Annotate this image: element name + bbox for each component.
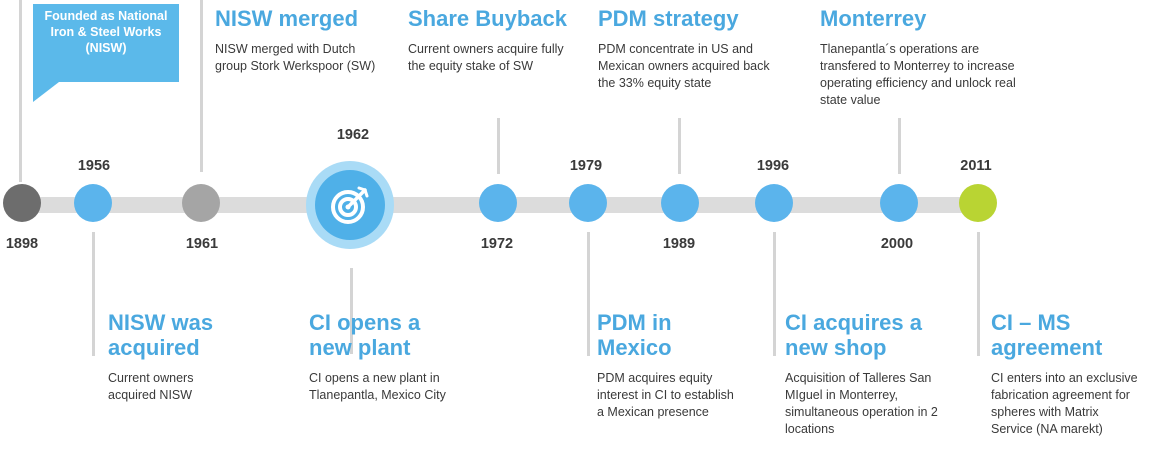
founding-callout-tail xyxy=(33,82,59,102)
event-desc-ci-acquires-shop: Acquisition of Talleres San MIguel in Mo… xyxy=(785,371,938,436)
event-title-nisw-merged: NISW merged xyxy=(215,6,359,31)
connector-1956 xyxy=(92,232,95,356)
node-1996 xyxy=(755,184,793,222)
year-1962: 1962 xyxy=(336,127,370,143)
year-1956: 1956 xyxy=(77,158,111,174)
node-1961 xyxy=(182,184,220,222)
year-2011: 2011 xyxy=(960,158,992,174)
connector-2000 xyxy=(898,118,901,174)
connector-1989 xyxy=(678,118,681,174)
event-title-pdm-strategy: PDM strategy xyxy=(598,6,739,31)
year-1961: 1961 xyxy=(185,236,219,252)
event-title-ci-acquires-shop: CI acquires a new shop xyxy=(785,310,922,360)
connector-2011 xyxy=(977,232,980,356)
year-1989: 1989 xyxy=(662,236,696,252)
event-desc-nisw-acquired: Current owners acquired NISW xyxy=(108,371,194,402)
year-1898: 1898 xyxy=(5,236,39,252)
connector-1962 xyxy=(350,268,353,354)
event-title-ci-new-plant: CI opens a new plant xyxy=(309,310,421,360)
connector-1972 xyxy=(497,118,500,174)
event-title-ci-ms-agreement: CI – MS agreement xyxy=(991,310,1103,360)
node-1972 xyxy=(479,184,517,222)
connector-1898 xyxy=(19,0,22,182)
year-1996: 1996 xyxy=(756,158,790,174)
node-1898 xyxy=(3,184,41,222)
event-title-pdm-mexico: PDM in Mexico xyxy=(597,310,672,360)
year-1979: 1979 xyxy=(569,158,603,174)
target-icon xyxy=(331,186,369,224)
connector-1961 xyxy=(200,0,203,172)
founding-callout xyxy=(33,4,179,82)
node-2011 xyxy=(959,184,997,222)
event-title-share-buyback: Share Buyback xyxy=(408,6,567,31)
event-title-nisw-acquired: NISW was acquired xyxy=(108,310,214,360)
year-2000: 2000 xyxy=(880,236,914,252)
node-1962 xyxy=(315,170,385,240)
node-2000 xyxy=(880,184,918,222)
event-desc-ci-new-plant: CI opens a new plant in Tlanepantla, Mex… xyxy=(309,371,446,402)
event-desc-share-buyback: Current owners acquire fully the equity … xyxy=(408,42,564,73)
event-desc-pdm-strategy: PDM concentrate in US and Mexican owners… xyxy=(598,42,770,90)
year-1972: 1972 xyxy=(480,236,514,252)
connector-1996 xyxy=(773,232,776,356)
event-desc-monterrey: Tlanepantla´s operations are transfered … xyxy=(820,42,1016,107)
node-1979 xyxy=(569,184,607,222)
event-desc-pdm-mexico: PDM acquires equity interest in CI to es… xyxy=(597,371,734,419)
event-title-monterrey: Monterrey xyxy=(820,6,927,31)
founding-callout-text: Founded as National Iron & Steel Works (… xyxy=(44,9,168,55)
node-1989 xyxy=(661,184,699,222)
event-desc-ci-ms-agreement: CI enters into an exclusive fabrication … xyxy=(991,371,1138,436)
event-desc-nisw-merged: NISW merged with Dutch group Stork Werks… xyxy=(215,42,376,73)
connector-1979 xyxy=(587,232,590,356)
node-1956 xyxy=(74,184,112,222)
